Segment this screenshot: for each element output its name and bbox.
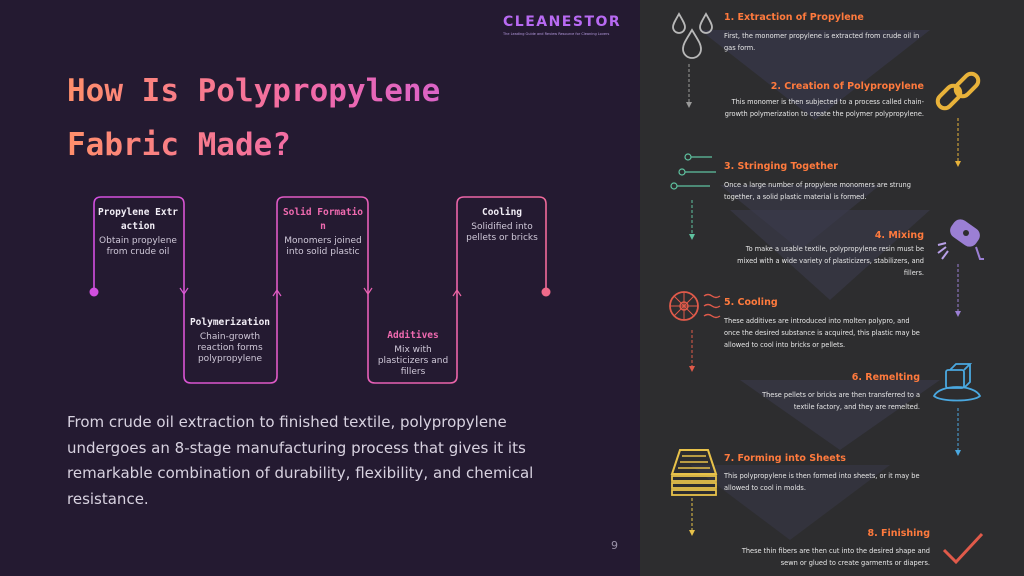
connector-arrow: [686, 102, 692, 108]
flow-start-dot: [89, 287, 99, 297]
mixer-icon: [937, 219, 984, 260]
flow-stage-4: Additives Mix with plasticizers and fill…: [371, 329, 455, 378]
flow-arrow-down: [179, 287, 189, 296]
checkmark-icon: [942, 532, 984, 565]
slide-title: How Is Polypropylene Fabric Made?: [67, 64, 547, 172]
step-8-title: 8. Finishing: [867, 528, 930, 539]
step-5-title: 5. Cooling: [724, 297, 778, 308]
step-2-desc: This monomer is then subjected to a proc…: [724, 98, 924, 118]
flow-stage-title: Propylene Extraction: [97, 207, 179, 232]
connector-arrow: [955, 450, 961, 456]
brand-tagline: The Leading Guide and Review Resource fo…: [503, 32, 610, 36]
slide-body-text: From crude oil extraction to finished te…: [67, 413, 534, 508]
step-3-title: 3. Stringing Together: [724, 161, 838, 172]
flow-stage-title: Polymerization: [189, 317, 271, 328]
flow-stage-2: Polymerization Chain-growth reaction for…: [188, 316, 272, 365]
flow-stage-desc: Mix with plasticizers and fillers: [377, 345, 449, 377]
melting-ice-icon: [932, 363, 982, 402]
step-7-title: 7. Forming into Sheets: [724, 453, 846, 464]
slide-panel: CLEANESTOR The Leading Guide and Review …: [67, 14, 623, 552]
flow-arrow-up: [272, 288, 282, 297]
process-flow-diagram: [89, 196, 551, 384]
flow-end-dot: [541, 287, 551, 297]
step-2-title: 2. Creation of Polypropylene: [770, 81, 924, 92]
flow-path: [93, 196, 547, 384]
infographic-panel: 1. Extraction of Propylene First, the mo…: [640, 0, 1024, 576]
flow-stage-1: Propylene Extraction Obtain propylene fr…: [96, 206, 180, 258]
flow-stage-title: Solid Formation: [282, 207, 364, 232]
background-triangle: [700, 30, 930, 120]
step-6-title: 6. Remelting: [851, 372, 920, 383]
flow-stage-desc: Monomers joined into solid plastic: [284, 236, 362, 257]
connector-arrow: [689, 234, 695, 240]
step-5-desc: These additives are introduced into molt…: [724, 317, 920, 349]
step-3-desc: Once a large number of propylene monomer…: [724, 181, 911, 201]
connector-arrow: [689, 366, 695, 372]
background-triangle: [730, 210, 930, 300]
flow-stage-desc: Chain-growth reaction forms polypropylen…: [197, 332, 263, 364]
flow-stage-desc: Solidified into pellets or bricks: [466, 222, 538, 243]
chain-link-icon: [935, 71, 981, 111]
connector-arrow: [955, 311, 961, 317]
background-triangle: [740, 380, 940, 450]
step-1-desc: First, the monomer propylene is extracte…: [724, 32, 920, 52]
flow-arrow-up: [452, 288, 462, 297]
brand-logo: CLEANESTOR The Leading Guide and Review …: [503, 14, 623, 36]
sheets-stack-icon: [670, 449, 718, 496]
connector-arrow: [689, 530, 695, 536]
flow-stage-5: Cooling Solidified into pellets or brick…: [460, 206, 544, 244]
connector-arrow: [955, 161, 961, 167]
oil-drops-icon: [672, 12, 713, 59]
step-8-desc: These thin fibers are then cut into the …: [741, 547, 930, 567]
infographic-background: [686, 30, 961, 540]
brand-name: CLEANESTOR: [503, 14, 622, 30]
cooling-fan-icon: [669, 291, 721, 321]
flow-stage-desc: Obtain propylene from crude oil: [99, 236, 177, 257]
step-7-desc: This polypropylene is then formed into s…: [724, 472, 920, 492]
flow-arrow-down: [363, 287, 373, 296]
needles-icon: [670, 153, 716, 190]
flow-stage-3: Solid Formation Monomers joined into sol…: [281, 206, 365, 258]
page-number: 9: [611, 539, 618, 552]
step-4-desc: To make a usable textile, polypropylene …: [737, 245, 924, 277]
step-6-desc: These pellets or bricks are then transfe…: [762, 391, 920, 411]
flow-stage-title: Cooling: [481, 207, 523, 218]
step-1-title: 1. Extraction of Propylene: [724, 12, 864, 23]
flow-stage-title: Additives: [387, 330, 439, 341]
background-triangle: [690, 465, 890, 540]
step-4-title: 4. Mixing: [874, 230, 924, 241]
